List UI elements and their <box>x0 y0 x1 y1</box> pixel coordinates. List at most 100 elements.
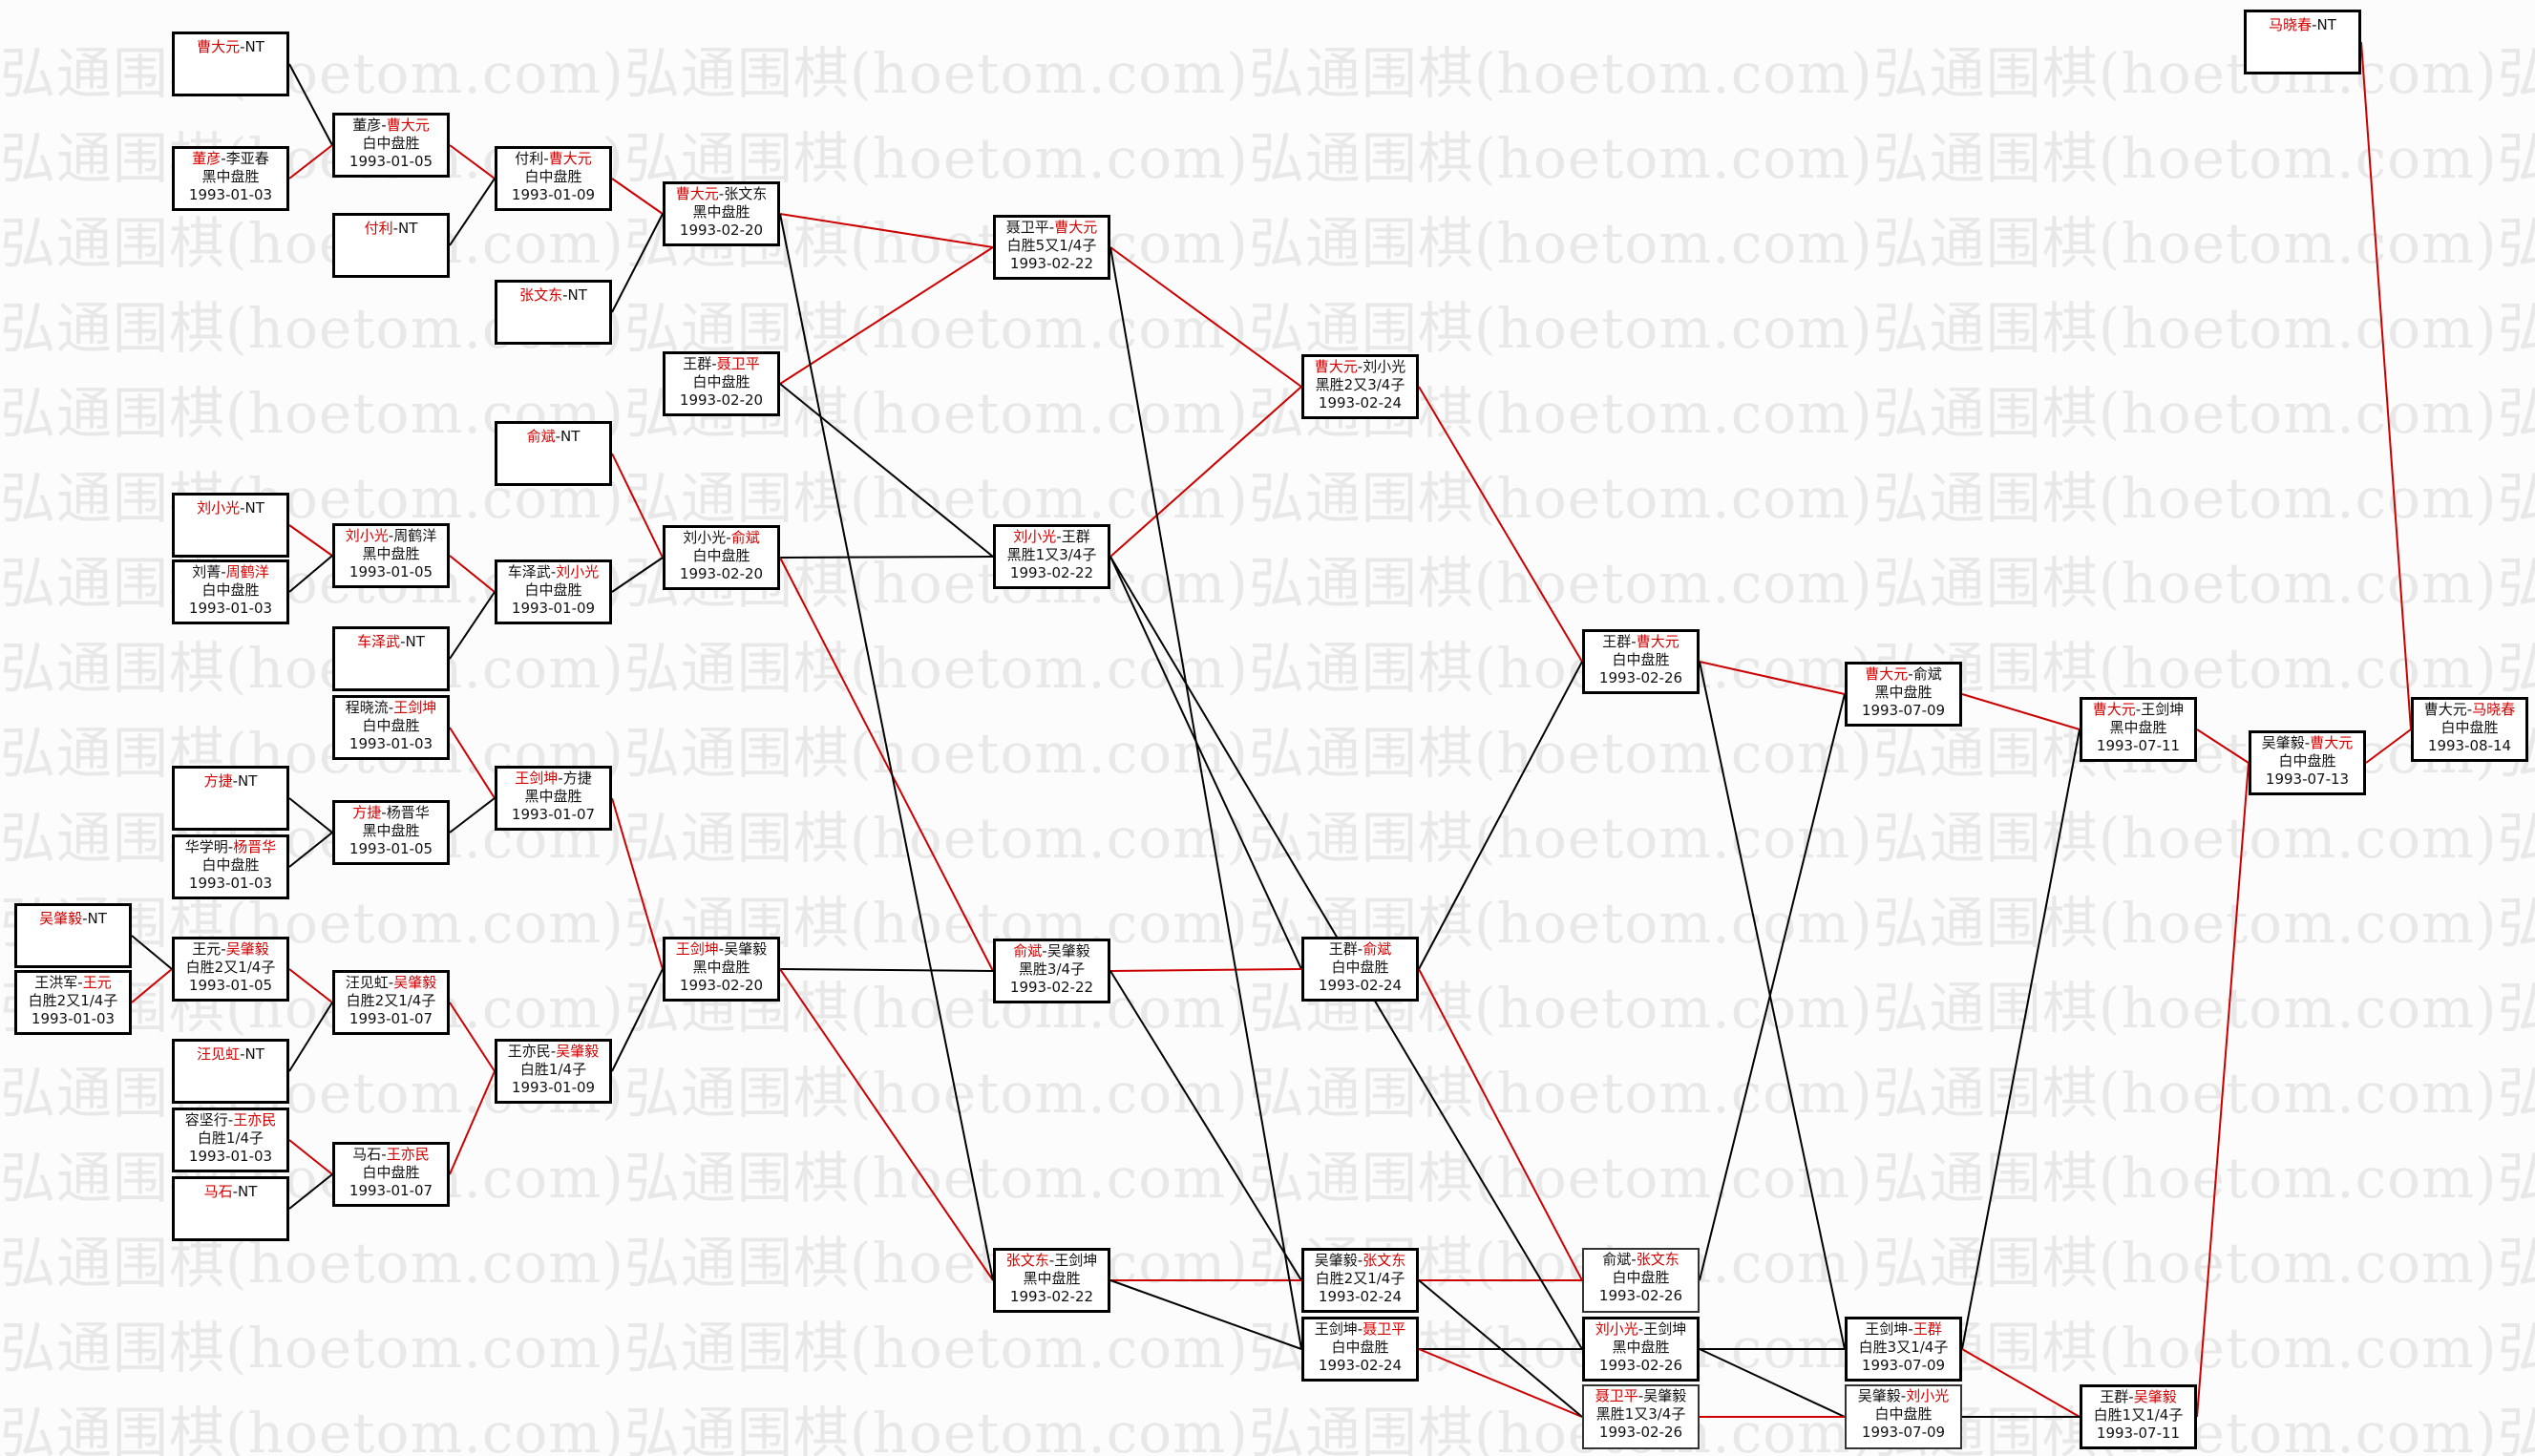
player-white: 吴肇毅 <box>724 940 768 958</box>
match-date: 1993-01-07 <box>349 1010 433 1027</box>
advance-line <box>2365 728 2412 764</box>
advance-line <box>1418 1348 1583 1418</box>
player-white: 吴肇毅 <box>1046 942 1090 960</box>
match-players: 王群-聂卫平 <box>665 355 777 373</box>
match-result: 黑中盘胜 <box>692 203 750 221</box>
match-date: 1993-07-13 <box>2265 770 2350 788</box>
match-date: 1993-01-07 <box>511 806 596 823</box>
players-separator: - <box>227 1111 234 1129</box>
player-white: 刘小光 <box>1363 358 1406 375</box>
match-players: 方捷-NT <box>175 772 286 791</box>
match-players: 王剑坤-王群 <box>1848 1320 1959 1339</box>
match-result: 白中盘胜 <box>362 1164 420 1181</box>
match-date: 1993-01-03 <box>188 1148 273 1165</box>
player-black: 汪见虹 <box>197 1045 241 1063</box>
player-white: 杨晋华 <box>386 804 430 821</box>
match-date: 1993-07-11 <box>2096 1424 2181 1442</box>
players-separator: - <box>77 974 83 991</box>
link-line <box>288 1002 333 1072</box>
match-players: 马石-NT <box>175 1183 286 1201</box>
players-separator: - <box>221 563 226 580</box>
advance-line <box>1961 1348 2081 1418</box>
match-date: 1993-01-05 <box>188 977 273 994</box>
player-black: 刘小光 <box>1595 1320 1638 1338</box>
link-line <box>288 832 333 868</box>
player-black: 车泽武 <box>357 633 401 650</box>
match-box: 马晓春-NT <box>2244 10 2361 74</box>
match-players: 方捷-杨晋华 <box>335 804 447 822</box>
link-line <box>611 213 664 313</box>
players-separator: - <box>1908 1320 1913 1338</box>
advance-line <box>449 144 496 179</box>
advance-line <box>1699 661 1846 695</box>
match-result: 白中盘胜 <box>1331 1339 1389 1356</box>
player-black: 王亦民 <box>507 1043 551 1060</box>
match-players: 王亦民-吴肇毅 <box>497 1043 609 1061</box>
match-date: 1993-01-03 <box>349 735 433 752</box>
match-players: 王群-曹大元 <box>1585 633 1697 651</box>
player-black: 张文东 <box>519 286 563 304</box>
player-white: 刘小光 <box>1906 1387 1950 1404</box>
players-separator: - <box>1357 358 1363 375</box>
player-black: 王剑坤 <box>1865 1320 1909 1338</box>
players-separator: - <box>2135 701 2142 718</box>
players-separator: - <box>227 838 234 855</box>
link-line <box>1109 970 1302 1281</box>
link-line <box>131 935 173 970</box>
match-date: 1993-02-22 <box>1009 564 1094 581</box>
match-result: 黑中盘胜 <box>362 822 420 839</box>
advance-line <box>611 178 664 215</box>
match-result: 黑中盘胜 <box>692 959 750 976</box>
player-black: 王群 <box>1328 940 1358 958</box>
player-white: NT <box>87 910 107 927</box>
match-result: 黑中盘胜 <box>362 545 420 562</box>
player-white: NT <box>238 772 258 790</box>
match-result: 白中盘胜 <box>692 547 750 564</box>
players-separator: - <box>2128 1388 2134 1405</box>
match-players: 聂卫平-吴肇毅 <box>1584 1387 1698 1405</box>
player-white: NT <box>244 1045 264 1063</box>
players-separator: - <box>221 150 226 167</box>
player-black: 马石 <box>352 1146 382 1163</box>
advance-line <box>779 968 994 1281</box>
match-date: 1993-01-05 <box>349 840 433 857</box>
player-white: 周鹤洋 <box>393 527 437 544</box>
match-box: 吴肇毅-NT <box>14 903 132 968</box>
player-white: 聂卫平 <box>1363 1320 1406 1338</box>
players-separator: - <box>240 38 245 55</box>
link-line <box>288 1173 333 1210</box>
match-date: 1993-02-20 <box>679 222 764 239</box>
player-black: 王元 <box>192 940 222 958</box>
match-date: 1993-02-22 <box>1009 1288 1094 1305</box>
advance-line <box>2196 728 2250 764</box>
match-players: 吴肇毅-张文东 <box>1304 1252 1416 1270</box>
player-black: 俞斌 <box>1013 942 1043 960</box>
player-white: 马晓春 <box>2472 701 2516 718</box>
link-line <box>1109 1279 1302 1350</box>
player-black: 刘小光 <box>197 499 241 517</box>
player-black: 张文东 <box>1005 1252 1049 1269</box>
player-black: 付利 <box>364 220 393 237</box>
player-black: 容坚行 <box>184 1111 228 1129</box>
players-separator: - <box>558 770 563 787</box>
match-date: 1993-08-14 <box>2427 737 2512 754</box>
match-date: 1993-02-20 <box>679 565 764 582</box>
player-white: 王亦民 <box>386 1146 430 1163</box>
match-box: 车泽武-NT <box>332 626 450 691</box>
advance-line <box>1418 386 1583 663</box>
player-white: 曹大元 <box>386 116 430 134</box>
player-black: 刘菁 <box>192 563 222 580</box>
player-black: 方捷 <box>352 804 382 821</box>
